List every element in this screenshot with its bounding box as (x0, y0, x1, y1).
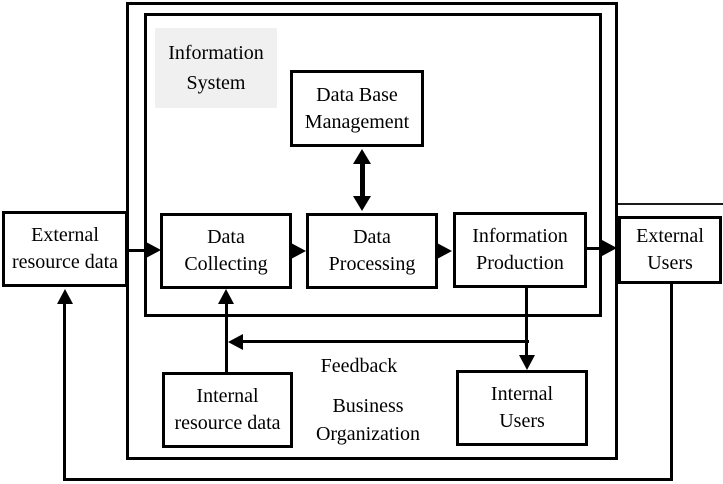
arrow-external-resource-to-collecting-head (146, 242, 161, 258)
box-label-line: External (636, 225, 704, 247)
arrow-production-to-internal-users-line (525, 288, 528, 358)
box-external-users: External Users (618, 216, 722, 284)
box-data-processing: Data Processing (306, 213, 438, 289)
arrow-dbm-processing-down-head (353, 196, 371, 211)
arrow-production-to-internal-users-head (519, 355, 535, 370)
feedback-line (242, 340, 529, 343)
box-label-line: Production (476, 252, 564, 274)
arrow-external-resource-to-collecting-line (126, 249, 147, 252)
feedback-label: Feedback (297, 353, 421, 379)
box-internal-users: Internal Users (456, 370, 588, 446)
box-label-line: Collecting (184, 253, 268, 275)
box-data-collecting: Data Collecting (160, 213, 292, 289)
business-organization-line1: Business (332, 395, 404, 417)
box-external-resource-data: External resource data (2, 211, 128, 287)
loop-arrow-into-external-resource-head (57, 289, 73, 304)
box-label-line: Processing (328, 253, 416, 275)
information-system-label: Information System (155, 28, 277, 108)
loop-right-line (670, 284, 673, 481)
information-system-frame (144, 13, 602, 317)
arrow-internal-resource-to-collecting-line (225, 299, 228, 372)
arrow-collecting-to-processing-head (291, 243, 306, 259)
information-system-label-line2: System (186, 72, 246, 94)
right-edge-line (618, 203, 723, 205)
arrow-dbm-processing-up-head (353, 149, 371, 164)
box-label-line: External (31, 224, 99, 246)
arrow-processing-to-production-head (437, 243, 452, 259)
feedback-label-text: Feedback (320, 354, 398, 377)
loop-bottom-line (63, 478, 673, 481)
information-system-label-line1: Information (168, 42, 264, 64)
box-label-line: Users (499, 410, 545, 432)
box-internal-resource-data: Internal resource data (162, 372, 293, 448)
arrow-production-to-external-users-line (585, 247, 604, 250)
box-label-line: Information (472, 225, 568, 247)
box-label-line: Users (647, 252, 693, 274)
box-label-line: Internal (490, 383, 554, 405)
arrow-internal-resource-to-collecting-head (218, 289, 234, 304)
box-data-base-management: Data Base Management (290, 70, 424, 147)
feedback-arrow-head (228, 334, 243, 350)
loop-left-line (63, 300, 66, 481)
box-label-line: Internal (196, 385, 259, 407)
business-organization-line2: Organization (315, 423, 421, 445)
box-label-line: Management (304, 110, 410, 133)
box-label-line: resource data (174, 412, 281, 434)
box-label-line: Data Base (316, 83, 398, 106)
box-information-production: Information Production (453, 212, 587, 288)
business-organization-label: Business Organization (283, 392, 453, 448)
box-label-line: Data (207, 226, 245, 248)
box-label-line: resource data (11, 251, 119, 273)
arrow-dbm-processing-line (360, 158, 365, 204)
arrow-production-to-external-users-head (602, 240, 617, 256)
box-label-line: Data (353, 226, 391, 248)
